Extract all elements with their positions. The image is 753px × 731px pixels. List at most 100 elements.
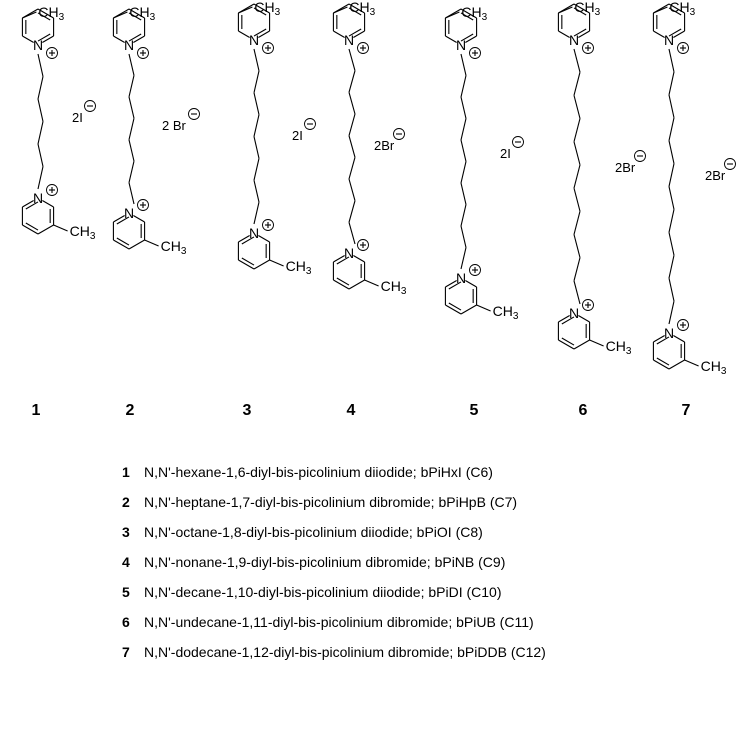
top-cation-charge — [46, 47, 58, 59]
alkyl-chain-bond — [253, 48, 260, 71]
bottom-pyridinium-ring-methyl-bond — [144, 239, 159, 247]
bottom-pyridinium-ring-double-bond — [336, 256, 350, 265]
alkyl-chain-bond — [668, 140, 675, 164]
bottom-cation-charge — [582, 299, 594, 311]
top-pyridinium-ring-nitrogen-label: N — [124, 37, 134, 53]
top-cation-charge — [137, 47, 149, 59]
top-pyridinium-ring-double-bond — [460, 33, 474, 42]
alkyl-chain-bond — [253, 158, 260, 181]
bottom-pyridinium-ring-bond — [445, 280, 457, 288]
top-pyridinium-ring-methyl-label: CH3 — [669, 0, 695, 18]
alkyl-chain-bond — [348, 135, 356, 158]
bottom-pyridinium-ring-methyl-label: CH3 — [286, 258, 312, 277]
alkyl-chain-bond — [460, 53, 467, 76]
bottom-pyridinium-ring-bond — [133, 215, 145, 223]
counter-ion-label: 2Br — [705, 168, 726, 183]
top-pyridinium-ring-methyl-subscript: 3 — [275, 7, 281, 18]
top-pyridinium-ring-bond — [465, 35, 477, 43]
legend-number: 3 — [122, 524, 130, 540]
alkyl-chain-bond — [128, 96, 135, 119]
top-pyridinium-ring-methyl-label: CH3 — [461, 4, 487, 23]
top-pyridinium-ring-methyl-bond — [445, 11, 460, 19]
compound-number: 2 — [126, 402, 135, 419]
alkyl-chain-bond — [348, 92, 356, 115]
top-pyridinium-ring-double-bond — [37, 12, 51, 21]
top-pyridinium-ring-double-bond — [573, 7, 587, 16]
compound-number: 6 — [579, 402, 588, 419]
bottom-pyridinium-ring-bond — [673, 335, 685, 343]
bottom-cation-charge — [262, 219, 274, 231]
alkyl-chain-bond — [668, 94, 675, 118]
alkyl-chain-bond — [348, 113, 356, 136]
top-pyridinium-ring-bond — [460, 8, 477, 19]
alkyl-chain-bond — [573, 72, 581, 96]
top-pyridinium-ring-double-bond — [37, 33, 51, 42]
bottom-pyridinium-ring-double-bond — [25, 222, 39, 231]
top-pyridinium-ring-methyl-subscript: 3 — [690, 7, 696, 18]
bottom-pyridinium-ring-bond — [353, 255, 365, 263]
bottom-pyridinium-ring-double-bond — [241, 257, 255, 266]
counter-ion-charge — [393, 128, 405, 140]
legend-number: 5 — [122, 584, 130, 600]
top-cation-charge — [262, 42, 274, 54]
top-cation-charge — [677, 42, 689, 54]
alkyl-chain-bond — [128, 182, 135, 205]
top-pyridinium-ring-nitrogen-label: N — [569, 32, 579, 48]
bottom-pyridinium-ring-nitrogen-label: N — [124, 205, 134, 221]
alkyl-chain-bond — [573, 257, 581, 281]
top-pyridinium-ring-double-bond — [253, 7, 267, 16]
bottom-pyridinium-ring-methyl-bond — [476, 304, 491, 312]
counter-ion-label: 2I — [500, 146, 511, 161]
bottom-pyridinium-ring-methyl-subscript: 3 — [306, 266, 312, 277]
bottom-pyridinium-ring-nitrogen-label: N — [664, 325, 674, 341]
top-pyridinium-ring-methyl-label: CH3 — [129, 4, 155, 23]
legend-text: N,N'-undecane-1,11-diyl-bis-picolinium d… — [144, 614, 534, 630]
counter-ion-charge — [304, 118, 316, 130]
alkyl-chain-bond — [573, 118, 581, 142]
top-pyridinium-ring-methyl-bond — [22, 11, 37, 19]
bottom-pyridinium-ring-bond — [22, 200, 34, 208]
bottom-pyridinium-ring-methyl-label: CH3 — [493, 303, 519, 322]
alkyl-chain-bond — [37, 166, 44, 190]
legend-number: 1 — [122, 464, 130, 480]
alkyl-chain-bond — [37, 76, 44, 100]
bottom-pyridinium-ring-bond — [333, 255, 345, 263]
top-cation-charge — [357, 42, 369, 54]
alkyl-chain-bond — [37, 143, 44, 167]
bottom-pyridinium-ring-bond — [558, 339, 575, 350]
bottom-pyridinium-ring-methyl-subscript: 3 — [721, 366, 727, 377]
alkyl-chain-bond — [348, 70, 356, 93]
top-pyridinium-ring-methyl-subscript: 3 — [370, 7, 376, 18]
alkyl-chain-bond — [573, 141, 581, 166]
bottom-pyridinium-ring-methyl-label: CH3 — [70, 223, 96, 242]
bottom-pyridinium-ring-nitrogen-label: N — [569, 305, 579, 321]
top-pyridinium-ring-bond — [238, 30, 250, 38]
top-pyridinium-ring-methyl-label: CH3 — [574, 0, 600, 18]
top-pyridinium-ring-nitrogen-label: N — [344, 32, 354, 48]
bottom-pyridinium-ring-bond — [113, 239, 130, 250]
bottom-pyridinium-ring-bond — [238, 235, 250, 243]
alkyl-chain-bond — [460, 204, 467, 227]
legend-text: N,N'-nonane-1,9-diyl-bis-picolinium dibr… — [144, 554, 506, 570]
alkyl-chain-bond — [460, 96, 467, 119]
legend-text: N,N'-dodecane-1,12-diyl-bis-picolinium d… — [144, 644, 546, 660]
bottom-pyridinium-ring-double-bond — [448, 302, 462, 311]
counter-ion-charge — [634, 150, 646, 162]
bottom-pyridinium-ring-bond — [578, 315, 590, 323]
top-pyridinium-ring-double-bond — [460, 12, 474, 21]
alkyl-chain-bond — [573, 187, 581, 212]
bottom-pyridinium-ring-methyl-subscript: 3 — [90, 231, 96, 242]
bottom-pyridinium-ring-double-bond — [336, 277, 350, 286]
counter-ion-label: 2 Br — [162, 118, 187, 133]
bottom-pyridinium-ring-double-bond — [656, 357, 670, 366]
legend-number: 7 — [122, 644, 130, 660]
alkyl-chain-bond — [128, 161, 135, 183]
counter-ion-charge — [512, 136, 524, 148]
compound-number: 4 — [347, 402, 356, 419]
bottom-cation-charge — [137, 199, 149, 211]
top-pyridinium-ring-nitrogen-label: N — [456, 37, 466, 53]
legend-text: N,N'-octane-1,8-diyl-bis-picolinium diio… — [144, 524, 483, 540]
bottom-pyridinium-ring-double-bond — [656, 336, 670, 345]
